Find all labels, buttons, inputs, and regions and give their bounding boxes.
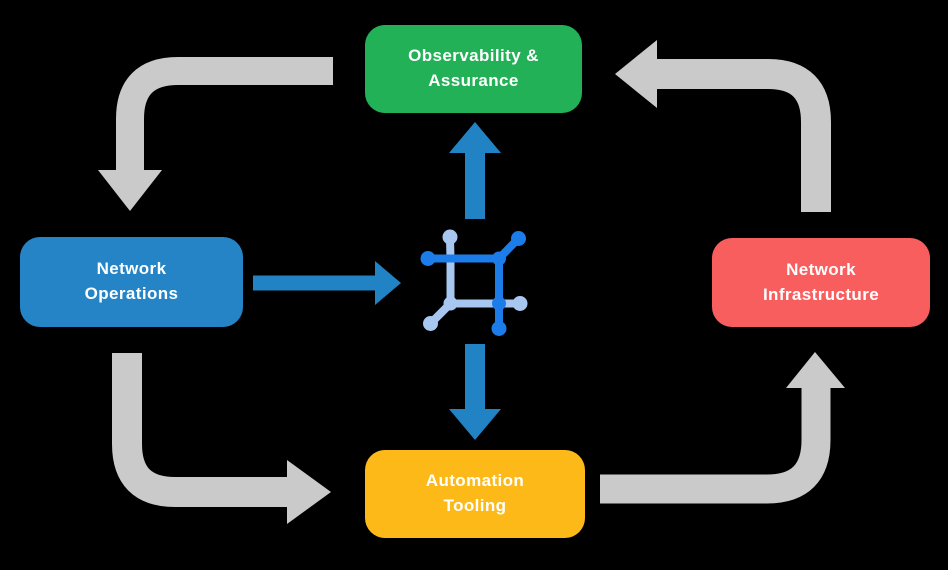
node-infrastructure-label: Network Infrastructure [762,259,880,304]
network-mesh-icon [420,229,528,336]
arrow-operations-to-automation [112,353,331,524]
node-network-infrastructure: Network Infrastructure [712,238,930,327]
arrow-operations-to-center [253,261,401,305]
node-automation-tooling: Automation Tooling [365,450,585,538]
node-operations-label: Network Operations [84,259,179,303]
node-automation-label: Automation Tooling [425,471,525,515]
node-network-operations: Network Operations [20,237,243,327]
arrow-automation-to-infrastructure [600,352,845,504]
node-observability-assurance: Observability & Assurance [365,25,582,113]
arrow-center-to-observability [449,122,501,219]
arrow-observability-to-operations [98,57,333,211]
node-observability-label: Observability & Assurance [408,46,539,90]
arrow-infrastructure-to-observability [615,40,831,212]
arrow-center-to-automation [449,344,501,440]
